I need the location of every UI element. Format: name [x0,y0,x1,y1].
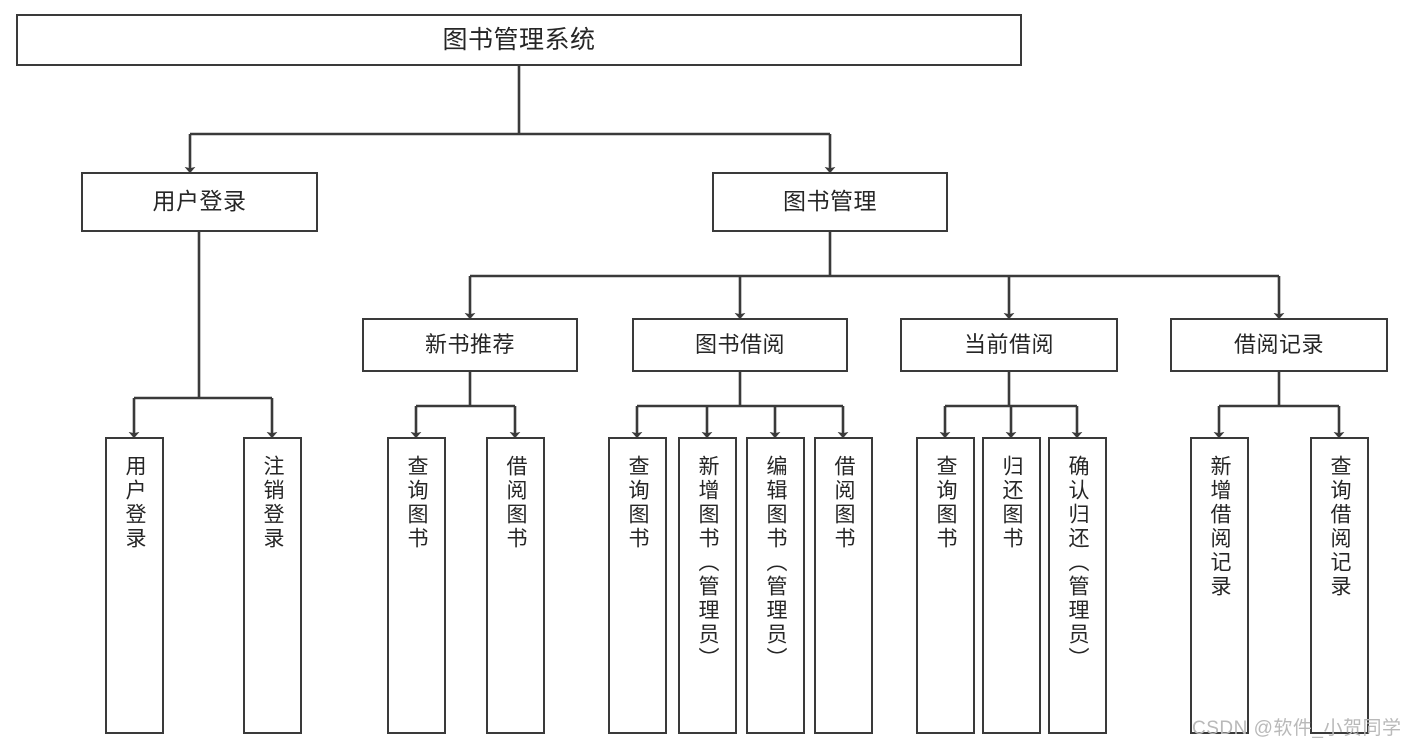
node-book-borrow[interactable]: 图书借阅 [632,318,848,372]
node-new-book-recommend[interactable]: 新书推荐 [362,318,578,372]
leaf-current-query-book[interactable]: 查询图书 [916,437,975,734]
node-borrow-record[interactable]: 借阅记录 [1170,318,1388,372]
node-root[interactable]: 图书管理系统 [16,14,1022,66]
leaf-recommend-query-book-label: 查询图书 [405,455,428,551]
node-book-borrow-label: 图书借阅 [694,331,785,357]
node-book-management-label: 图书管理 [783,188,877,215]
leaf-user-logout-label: 注销登录 [261,455,284,551]
node-new-book-recommend-label: 新书推荐 [424,331,515,357]
leaf-current-confirm-return-admin-label: 确认归还（管理员） [1066,455,1089,671]
leaf-borrow-edit-book-admin-label: 编辑图书（管理员） [764,455,787,671]
node-root-label: 图书管理系统 [442,26,596,54]
leaf-borrow-query-book[interactable]: 查询图书 [608,437,667,734]
leaf-record-add[interactable]: 新增借阅记录 [1190,437,1249,734]
node-borrow-record-label: 借阅记录 [1233,331,1324,357]
leaf-borrow-add-book-admin-label: 新增图书（管理员） [696,455,719,671]
leaf-recommend-borrow-book-label: 借阅图书 [504,455,527,551]
node-book-management[interactable]: 图书管理 [712,172,948,232]
node-current-borrow-label: 当前借阅 [963,331,1054,357]
leaf-borrow-borrow-book-label: 借阅图书 [832,455,855,551]
leaf-current-return-book-label: 归还图书 [1000,455,1023,551]
leaf-user-login-1-label: 用户登录 [123,455,146,551]
node-user-login-label: 用户登录 [152,188,247,215]
leaf-current-query-book-label: 查询图书 [934,455,957,551]
leaf-current-return-book[interactable]: 归还图书 [982,437,1041,734]
leaf-user-logout[interactable]: 注销登录 [243,437,302,734]
leaf-user-login-1[interactable]: 用户登录 [105,437,164,734]
leaf-record-query[interactable]: 查询借阅记录 [1310,437,1369,734]
node-user-login[interactable]: 用户登录 [81,172,318,232]
csdn-watermark: CSDN @软件_小贺同学 [1192,718,1402,739]
leaf-record-query-label: 查询借阅记录 [1328,455,1351,599]
leaf-record-add-label: 新增借阅记录 [1208,455,1231,599]
leaf-borrow-borrow-book[interactable]: 借阅图书 [814,437,873,734]
leaf-recommend-borrow-book[interactable]: 借阅图书 [486,437,545,734]
leaf-borrow-edit-book-admin[interactable]: 编辑图书（管理员） [746,437,805,734]
node-current-borrow[interactable]: 当前借阅 [900,318,1118,372]
leaf-borrow-add-book-admin[interactable]: 新增图书（管理员） [678,437,737,734]
leaf-borrow-query-book-label: 查询图书 [626,455,649,551]
leaf-recommend-query-book[interactable]: 查询图书 [387,437,446,734]
leaf-current-confirm-return-admin[interactable]: 确认归还（管理员） [1048,437,1107,734]
